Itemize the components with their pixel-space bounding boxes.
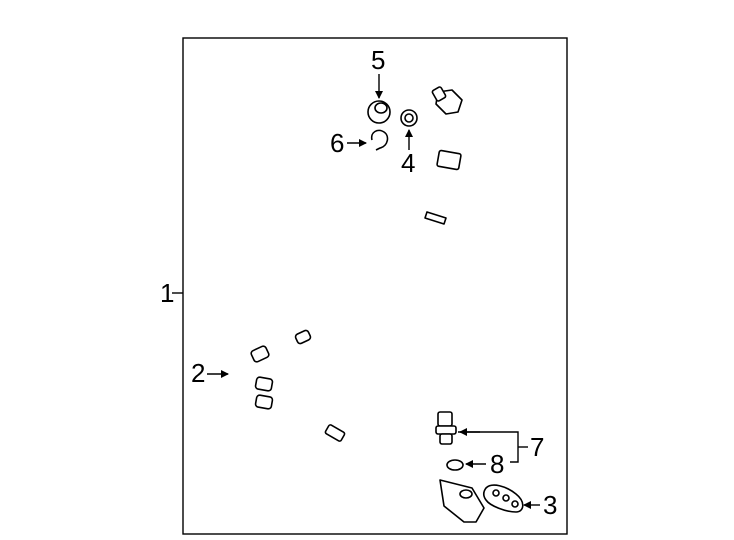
upper-tube-clip: [436, 149, 462, 171]
callout-7-label: 7: [530, 432, 544, 462]
callout-2-label: 2: [191, 358, 205, 388]
part-4-washer: [400, 109, 418, 127]
lower-hose-end: [254, 376, 274, 392]
upper-fitting-stub: [424, 211, 447, 225]
tube-bracket: [324, 424, 346, 442]
part-3-gasket: [482, 484, 524, 513]
top-connector-nipple: [431, 86, 447, 102]
upper-hose-end: [250, 345, 270, 363]
callout-4-label: 4: [401, 148, 415, 178]
lower-tube-outline: [261, 385, 449, 487]
callout-1-label: 1: [160, 278, 174, 308]
callout-3-label: 3: [543, 490, 557, 520]
lower-tube-fill: [258, 382, 452, 490]
assembly-frame: [182, 37, 568, 535]
block-fitting: [439, 479, 485, 523]
part-8-o-ring: [446, 459, 464, 471]
lower-tube-2-outline: [267, 401, 443, 497]
part-6-clip: [370, 129, 389, 151]
upper-tube-2-fill: [242, 210, 440, 362]
callout-5-label: 5: [371, 45, 385, 75]
part-5-grommet: [367, 100, 391, 124]
upper-tube-fill: [232, 92, 466, 370]
part-7-fitting: [435, 411, 457, 445]
callout-8-label: 8: [490, 449, 504, 479]
callout-7-bracket: [458, 431, 519, 463]
lower-hose-end-2: [254, 394, 274, 410]
lower-tube-2-fill: [264, 398, 446, 500]
cooler-line-assembly: [222, 86, 485, 523]
upper-hose-end-2: [294, 329, 312, 345]
block-fitting-port: [459, 489, 473, 499]
callout-6-label: 6: [330, 128, 344, 158]
